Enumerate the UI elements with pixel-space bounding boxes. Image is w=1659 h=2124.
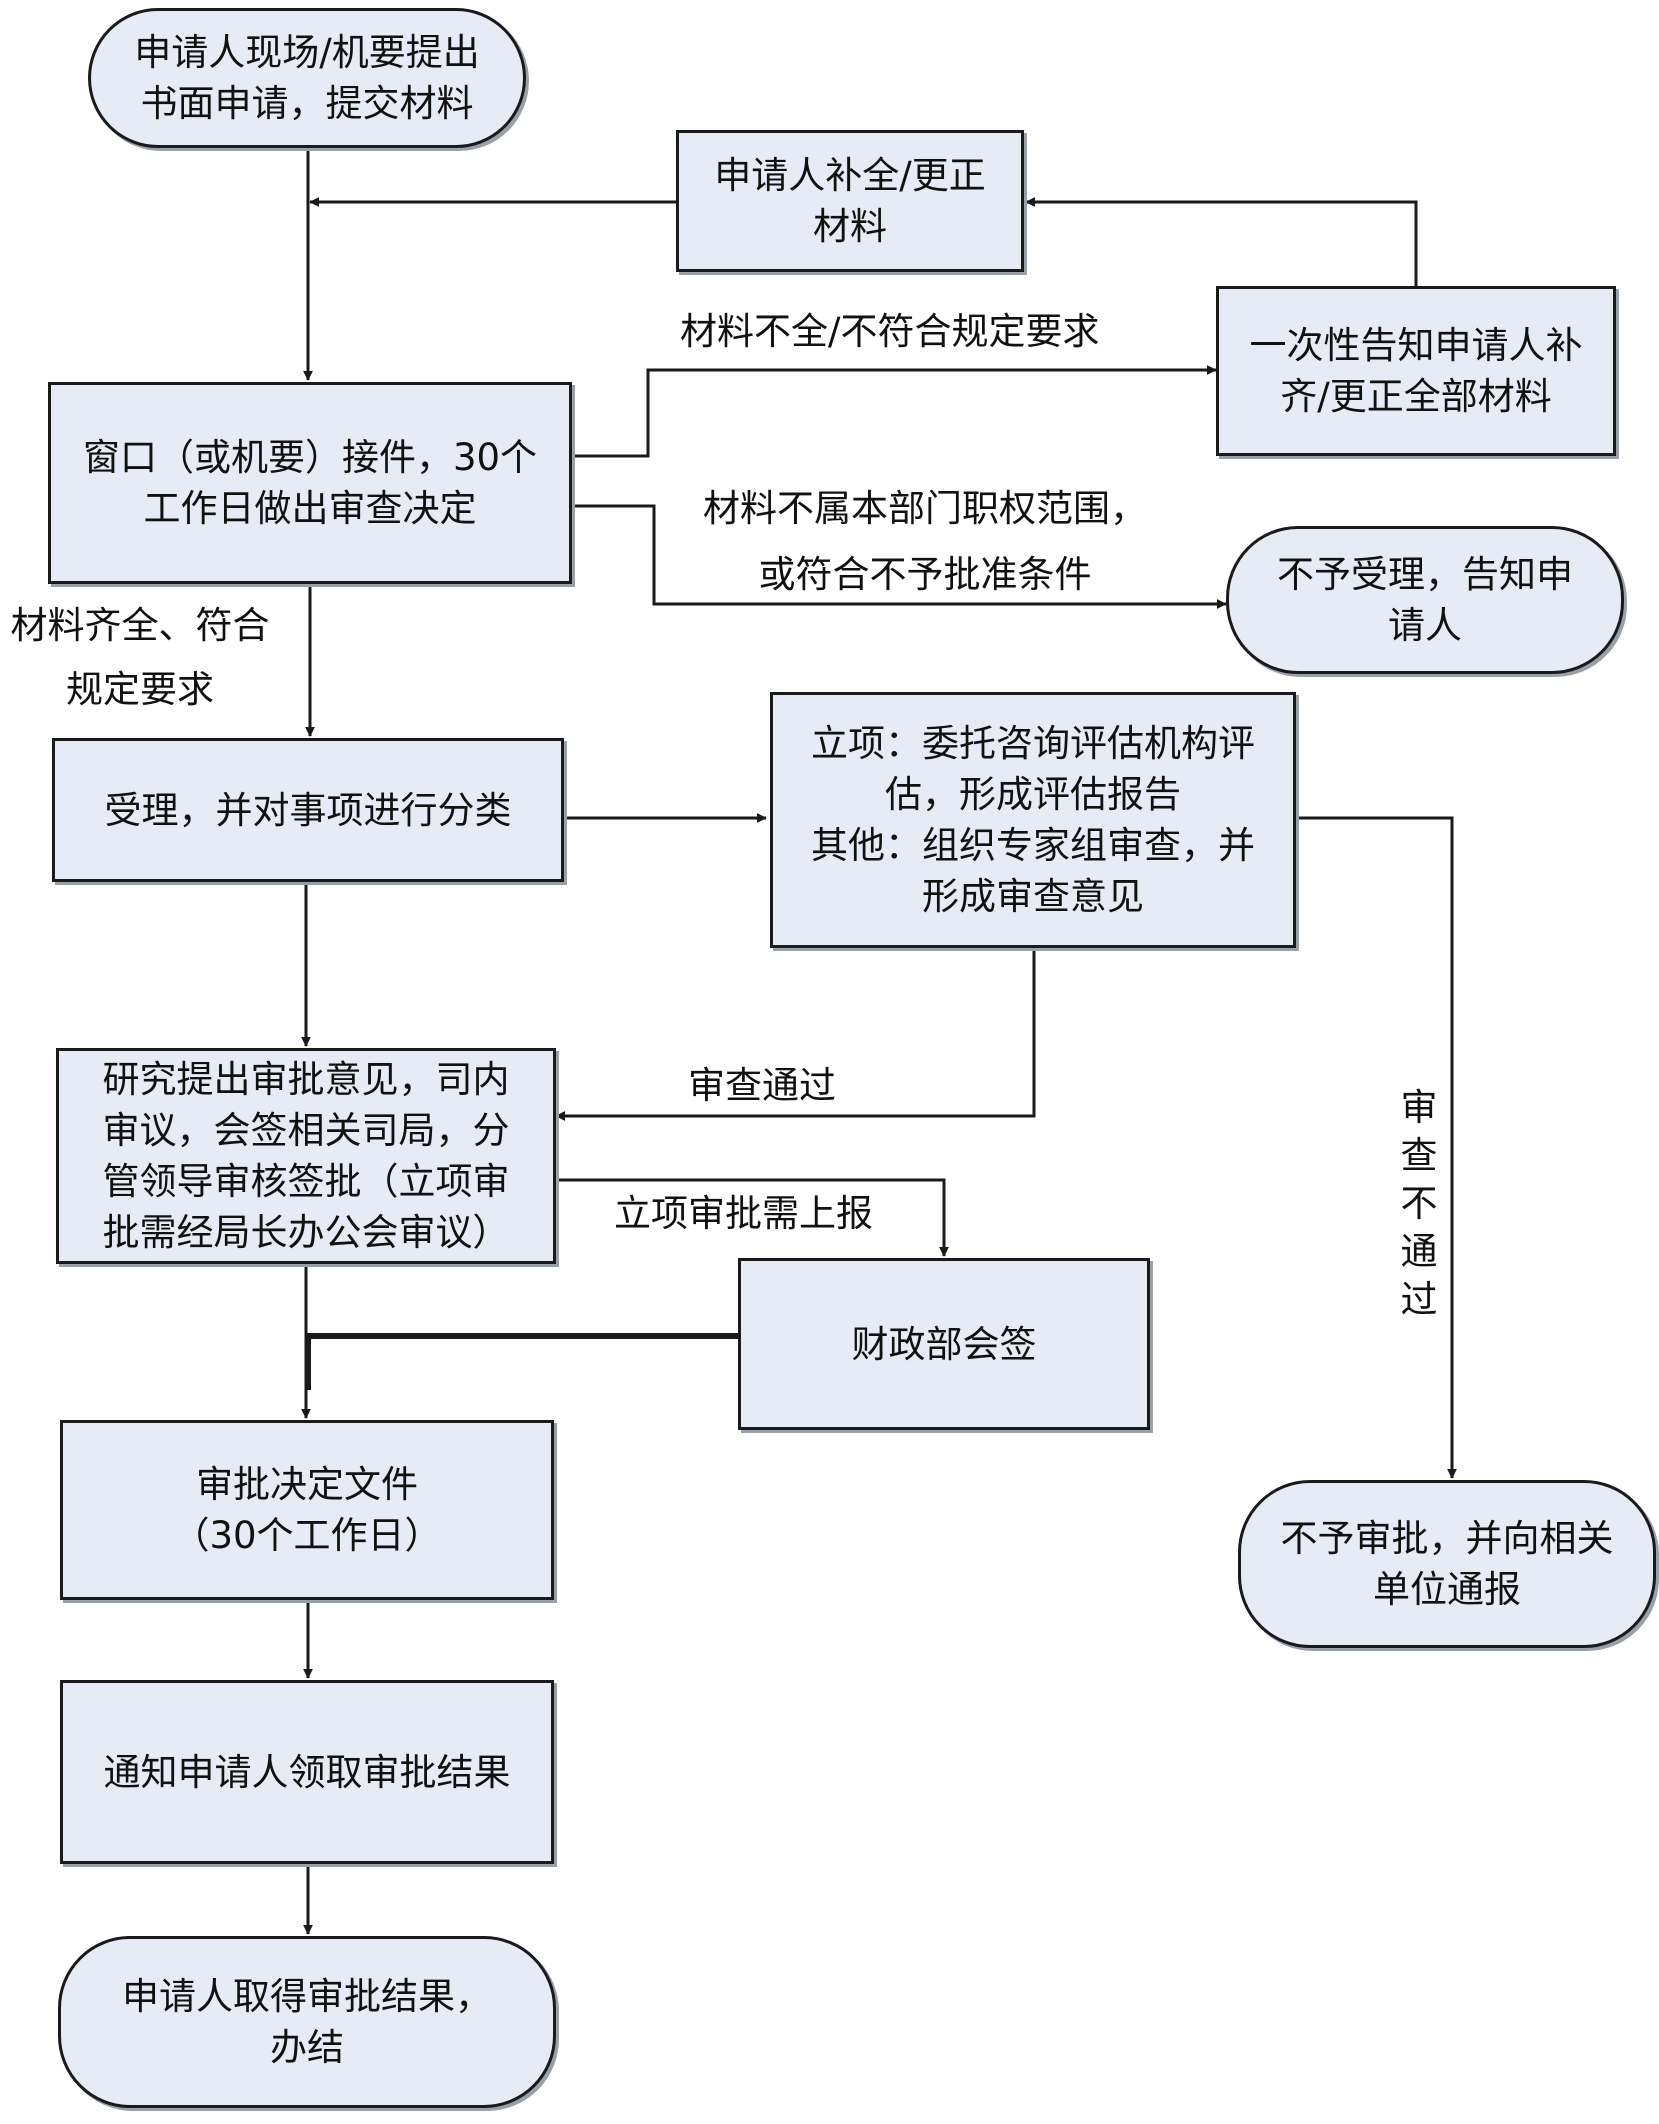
node-evaluate: 立项：委托咨询评估机构评 估，形成评估报告 其他：组织专家组审查，并 形成审查意… (770, 692, 1296, 948)
node-research-text: 研究提出审批意见，司内 审议，会签相关司局，分 管领导审核签批（立项审 批需经局… (102, 1058, 510, 1254)
node-finance: 财政部会签 (738, 1258, 1150, 1430)
edge-evaluate-to-reject (1296, 816, 1457, 1479)
edge-finance-to-main (305, 1333, 738, 1390)
node-window-accept: 窗口（或机要）接件，30个 工作日做出审查决定 (48, 382, 572, 584)
node-decision-text: 审批决定文件 （30个工作日） (172, 1463, 442, 1557)
node-classify: 受理，并对事项进行分类 (52, 738, 564, 882)
label-incomplete: 材料不全/不符合规定要求 (680, 310, 1100, 353)
label-out-of-scope: 材料不属本部门职权范围， 或符合不予批准条件 (703, 487, 1147, 596)
label-review-pass: 审查通过 (688, 1064, 836, 1107)
edge-evaluate-to-research (555, 948, 1036, 1121)
node-end-text: 申请人取得审批结果， 办结 (122, 1975, 492, 2069)
node-classify-text: 受理，并对事项进行分类 (104, 788, 512, 832)
node-window-accept-text: 窗口（或机要）接件，30个 工作日做出审查决定 (82, 436, 538, 530)
node-reject: 不予审批，并向相关 单位通报 (1238, 1480, 1656, 1648)
node-notify-once-text: 一次性告知申请人补 齐/更正全部材料 (1249, 324, 1583, 418)
node-supplement: 申请人补全/更正 材料 (676, 130, 1024, 272)
node-reject-text: 不予审批，并向相关 单位通报 (1280, 1517, 1614, 1611)
node-notify-result-text: 通知申请人领取审批结果 (103, 1750, 511, 1794)
edge-research-to-finance (556, 1178, 949, 1257)
edge-window-to-notify (572, 365, 1217, 458)
node-finance-text: 财政部会签 (851, 1322, 1037, 1366)
node-not-accept: 不予受理，告知申 请人 (1226, 526, 1624, 674)
node-decision: 审批决定文件 （30个工作日） (60, 1420, 554, 1600)
label-report-up: 立项审批需上报 (614, 1192, 873, 1235)
node-not-accept-text: 不予受理，告知申 请人 (1277, 553, 1573, 647)
node-evaluate-text: 立项：委托咨询评估机构评 估，形成评估报告 其他：组织专家组审查，并 形成审查意… (811, 722, 1255, 918)
node-end: 申请人取得审批结果， 办结 (58, 1936, 556, 2108)
node-start-text: 申请人现场/机要提出 书面申请，提交材料 (134, 31, 480, 125)
node-supplement-text: 申请人补全/更正 材料 (714, 154, 986, 248)
node-notify-result: 通知申请人领取审批结果 (60, 1680, 554, 1864)
label-review-fail: 审 查 不 通 过 (1400, 1086, 1438, 1321)
node-notify-once: 一次性告知申请人补 齐/更正全部材料 (1216, 286, 1616, 456)
node-start: 申请人现场/机要提出 书面申请，提交材料 (88, 8, 526, 148)
label-complete: 材料齐全、符合 规定要求 (10, 604, 270, 711)
edge-notify-to-supplement (1025, 197, 1418, 286)
node-research: 研究提出审批意见，司内 审议，会签相关司局，分 管领导审核签批（立项审 批需经局… (56, 1048, 556, 1264)
edge-window-to-not-accept (572, 504, 1227, 609)
